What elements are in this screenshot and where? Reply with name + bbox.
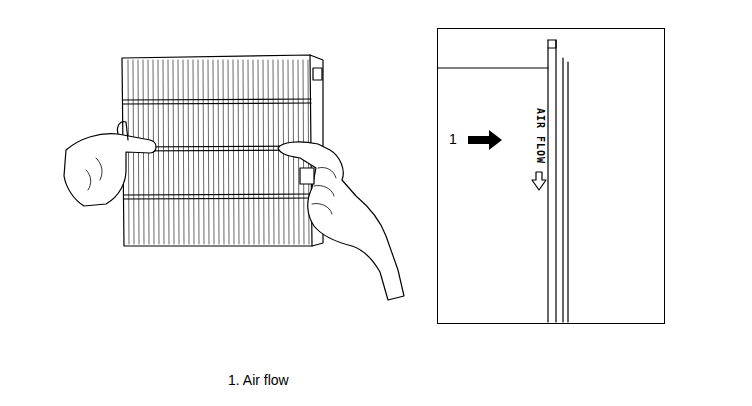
airflow-arrow-symbol [532, 172, 546, 190]
pleat-line [268, 60, 269, 244]
pleat-line [243, 60, 244, 244]
pleat-line [238, 60, 239, 244]
pleat-line [253, 60, 254, 244]
pleat-line [163, 60, 164, 244]
pleat-line [178, 60, 179, 244]
pleat-line [183, 60, 184, 244]
finger-crease [312, 167, 336, 214]
pleat-line [278, 60, 279, 244]
filter-lip [548, 40, 556, 48]
pleat-line [158, 60, 159, 244]
pleat-line [263, 60, 264, 244]
pleat-line [168, 60, 169, 244]
filter-tab [313, 68, 322, 80]
pleat-line [228, 60, 229, 244]
left-finger [117, 122, 128, 140]
pleat-line [248, 60, 249, 244]
filter-edge-profile [548, 40, 568, 322]
callout-number: 1 [449, 132, 457, 147]
pleat-line [213, 60, 214, 244]
pleat-line [223, 60, 224, 244]
caption-text: 1. Air flow [228, 373, 289, 388]
pleat-line [193, 60, 194, 244]
pleat-line [218, 60, 219, 244]
direction-arrow [468, 130, 502, 150]
pleat-line [173, 60, 174, 244]
filter-band [124, 194, 312, 199]
pleat-line [233, 60, 234, 244]
pleat-line [198, 60, 199, 244]
filter-band [123, 99, 311, 104]
left-hand [64, 134, 156, 206]
filter-clip [300, 168, 314, 184]
pleat-line [273, 60, 274, 244]
pleat-line [258, 60, 259, 244]
hand-crease [86, 158, 102, 190]
filter-top-line [438, 67, 548, 68]
pleat-line [188, 60, 189, 244]
pleat-line [203, 60, 204, 244]
pleat-line [208, 60, 209, 244]
right-hand [278, 142, 404, 300]
airflow-marking: AIR FLOW [535, 108, 545, 164]
inset-box: AIR FLOW [437, 28, 665, 324]
